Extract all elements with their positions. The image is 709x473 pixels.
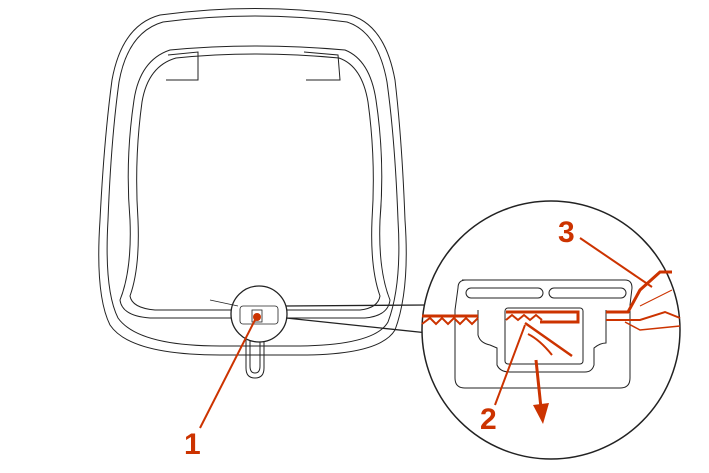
leader-lines	[199, 237, 653, 429]
detail-circle-large	[421, 200, 681, 460]
zoom-connector-lines	[285, 304, 429, 334]
strap	[421, 270, 681, 358]
callout-3: 3	[558, 216, 575, 249]
detail-circle-small	[209, 285, 288, 343]
pull-arrow	[533, 359, 549, 424]
callout-1: 1	[184, 428, 201, 461]
callout-2: 2	[480, 403, 497, 436]
